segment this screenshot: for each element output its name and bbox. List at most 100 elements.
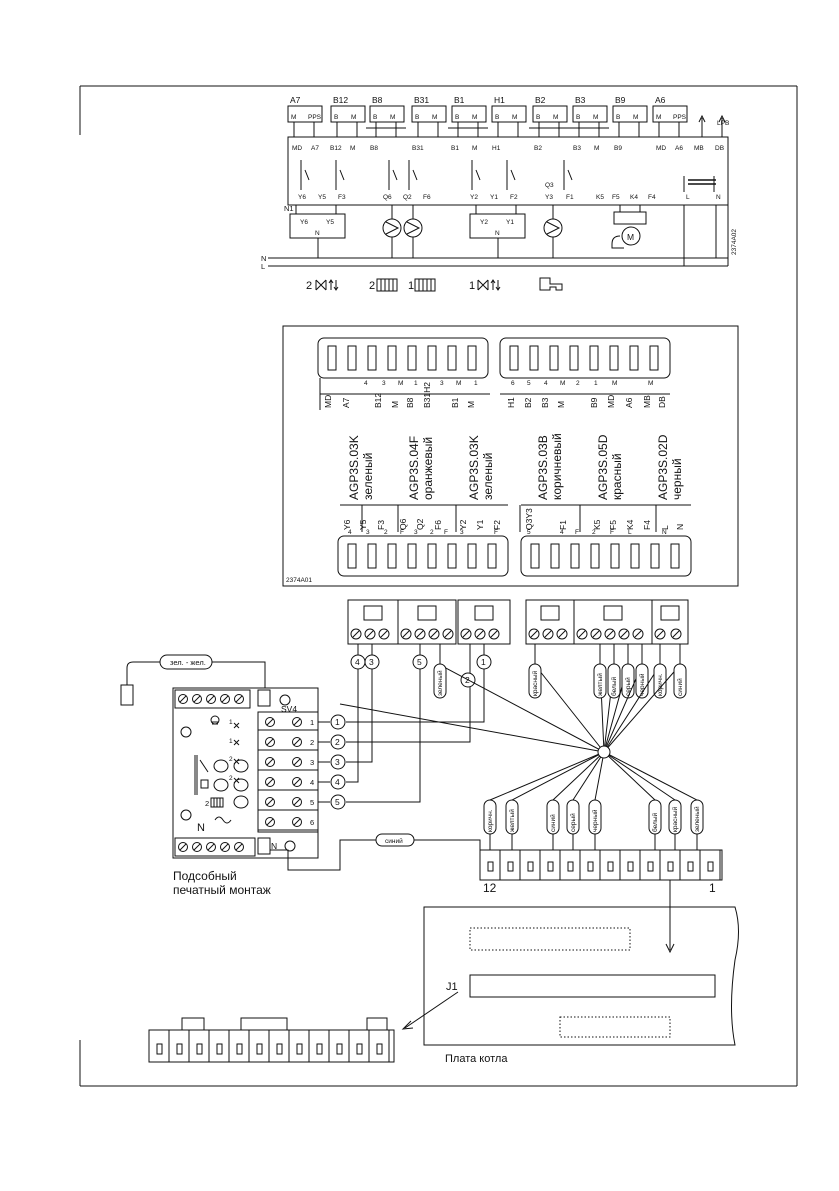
j1-plug — [148, 1029, 395, 1063]
connector-pin — [687, 861, 694, 872]
module-box — [330, 105, 366, 123]
wire-number: 2 — [335, 737, 340, 747]
bottom-pin-num: 3 — [366, 529, 370, 536]
module-label: B8 — [372, 95, 383, 105]
connector-slot — [630, 543, 640, 569]
bottom-pin-label: Y5 — [358, 519, 368, 530]
mixer-valve-1-icon — [477, 279, 489, 291]
svg-text:2: 2 — [229, 756, 233, 763]
module-box — [451, 105, 487, 123]
wire-number: 3 — [369, 657, 374, 667]
wire-number: 5 — [335, 797, 340, 807]
color-label: коричневый — [550, 433, 564, 500]
wire-color-label: черный — [638, 673, 646, 696]
wire-color-label: синий — [549, 814, 557, 832]
connector-bottom-left — [337, 535, 509, 577]
connector-bottom-right — [520, 535, 692, 577]
bottom-pin-num: 4 — [348, 529, 352, 536]
connector-slot — [550, 543, 560, 569]
controller-pin-label: A6 — [675, 145, 683, 152]
module-pin: B — [455, 114, 459, 121]
bottom-pin-num: 2 — [430, 529, 434, 536]
bottom-pin-label: N — [675, 524, 685, 530]
connector-slot — [367, 543, 377, 569]
bottom-pin-label: K5 — [592, 519, 602, 530]
aux-terminal-number: 5 — [310, 798, 314, 807]
connector-12-pin — [479, 849, 723, 881]
drawing-number-panel: 2374A01 — [286, 577, 312, 584]
wire-number-badge — [476, 654, 492, 670]
transformer-symbol — [683, 176, 716, 192]
connector-slot — [487, 543, 497, 569]
output-label: Y6 — [298, 194, 306, 201]
bottom-pin-label: Y2 — [458, 519, 468, 530]
module-pin: B — [415, 114, 419, 121]
output-label: Q6 — [383, 194, 392, 201]
wire-color-label: серый — [624, 677, 632, 696]
wire-color-label: черный — [591, 809, 599, 832]
wire-color-tag — [433, 663, 447, 699]
bottom-pin-num: 3 — [460, 529, 464, 536]
module-box — [287, 105, 323, 123]
j1-pin — [296, 1043, 303, 1055]
top-pin-num: M — [560, 380, 565, 387]
aux-n-label-bottom: N — [271, 841, 277, 851]
bottom-pin-label: Y6 — [342, 519, 352, 530]
radiator-1-icon — [414, 278, 436, 292]
wire-number: 4 — [335, 777, 340, 787]
module-box — [572, 105, 608, 123]
svg-text:2: 2 — [229, 775, 233, 782]
actuator-1-y5: Y5 — [326, 219, 334, 226]
fan-aux-icon — [214, 816, 232, 824]
bottom-pin-num: 5 — [527, 529, 531, 536]
controller-pin-label: B31 — [412, 145, 424, 152]
ground-wire-tag — [159, 654, 213, 670]
j1-label: J1 — [446, 981, 458, 993]
aux-connector-bottom — [257, 837, 271, 855]
wire-color-tag — [690, 799, 704, 835]
top-pin-num: 4 — [544, 380, 548, 387]
top-pin-label: M — [466, 401, 476, 408]
j1-pin — [276, 1043, 283, 1055]
wire-color-tag — [528, 663, 542, 699]
top-pin-label: MD — [323, 395, 333, 408]
aux-n-label: N — [197, 822, 205, 834]
connector-slot — [327, 345, 337, 371]
bottom-pin-label: K4 — [625, 519, 635, 530]
board-dotted-slot-top — [469, 927, 631, 951]
controller-pin-label: A7 — [311, 145, 319, 152]
module-label: B2 — [535, 95, 546, 105]
output-label: Y3 — [545, 194, 553, 201]
bottom-pin-label: F1 — [558, 520, 568, 530]
j1-pin — [356, 1043, 363, 1055]
relay-contacts — [300, 160, 573, 190]
wire-number-badge — [330, 774, 346, 790]
module-label: B9 — [615, 95, 626, 105]
output-label: F6 — [423, 194, 431, 201]
output-label: K5 — [596, 194, 604, 201]
ground-wire-label: зел. - жел. — [170, 658, 206, 667]
j1-pin — [376, 1043, 383, 1055]
controller-pin-label: B8 — [370, 145, 378, 152]
wire-color-label: коричн. — [657, 673, 664, 696]
top-pin-label: DB — [657, 396, 667, 408]
output-label: Q2 — [403, 194, 412, 201]
top-pin-label: A6 — [624, 397, 634, 408]
code-label: AGP3S.03K — [347, 435, 361, 500]
j1-pin — [156, 1043, 163, 1055]
wire-number-badge — [330, 794, 346, 810]
bottom-pin-label: F2 — [492, 520, 502, 530]
wire-color-tag — [566, 799, 580, 835]
aux-terminal-number: 4 — [310, 778, 314, 787]
page-frame — [79, 85, 798, 1087]
connector-pin — [547, 861, 554, 872]
svg-text:2: 2 — [205, 799, 209, 808]
mixer-valve-2-icon — [315, 279, 327, 291]
bottom-pin-num: F — [575, 529, 579, 536]
wire-color-label: зеленый — [693, 806, 701, 832]
top-pin-label: B3 — [540, 397, 550, 408]
top-pin-label: B8 — [405, 397, 415, 408]
connector-slot — [427, 345, 437, 371]
wire-color-label: коричн. — [487, 809, 494, 832]
connector-pin — [487, 861, 494, 872]
